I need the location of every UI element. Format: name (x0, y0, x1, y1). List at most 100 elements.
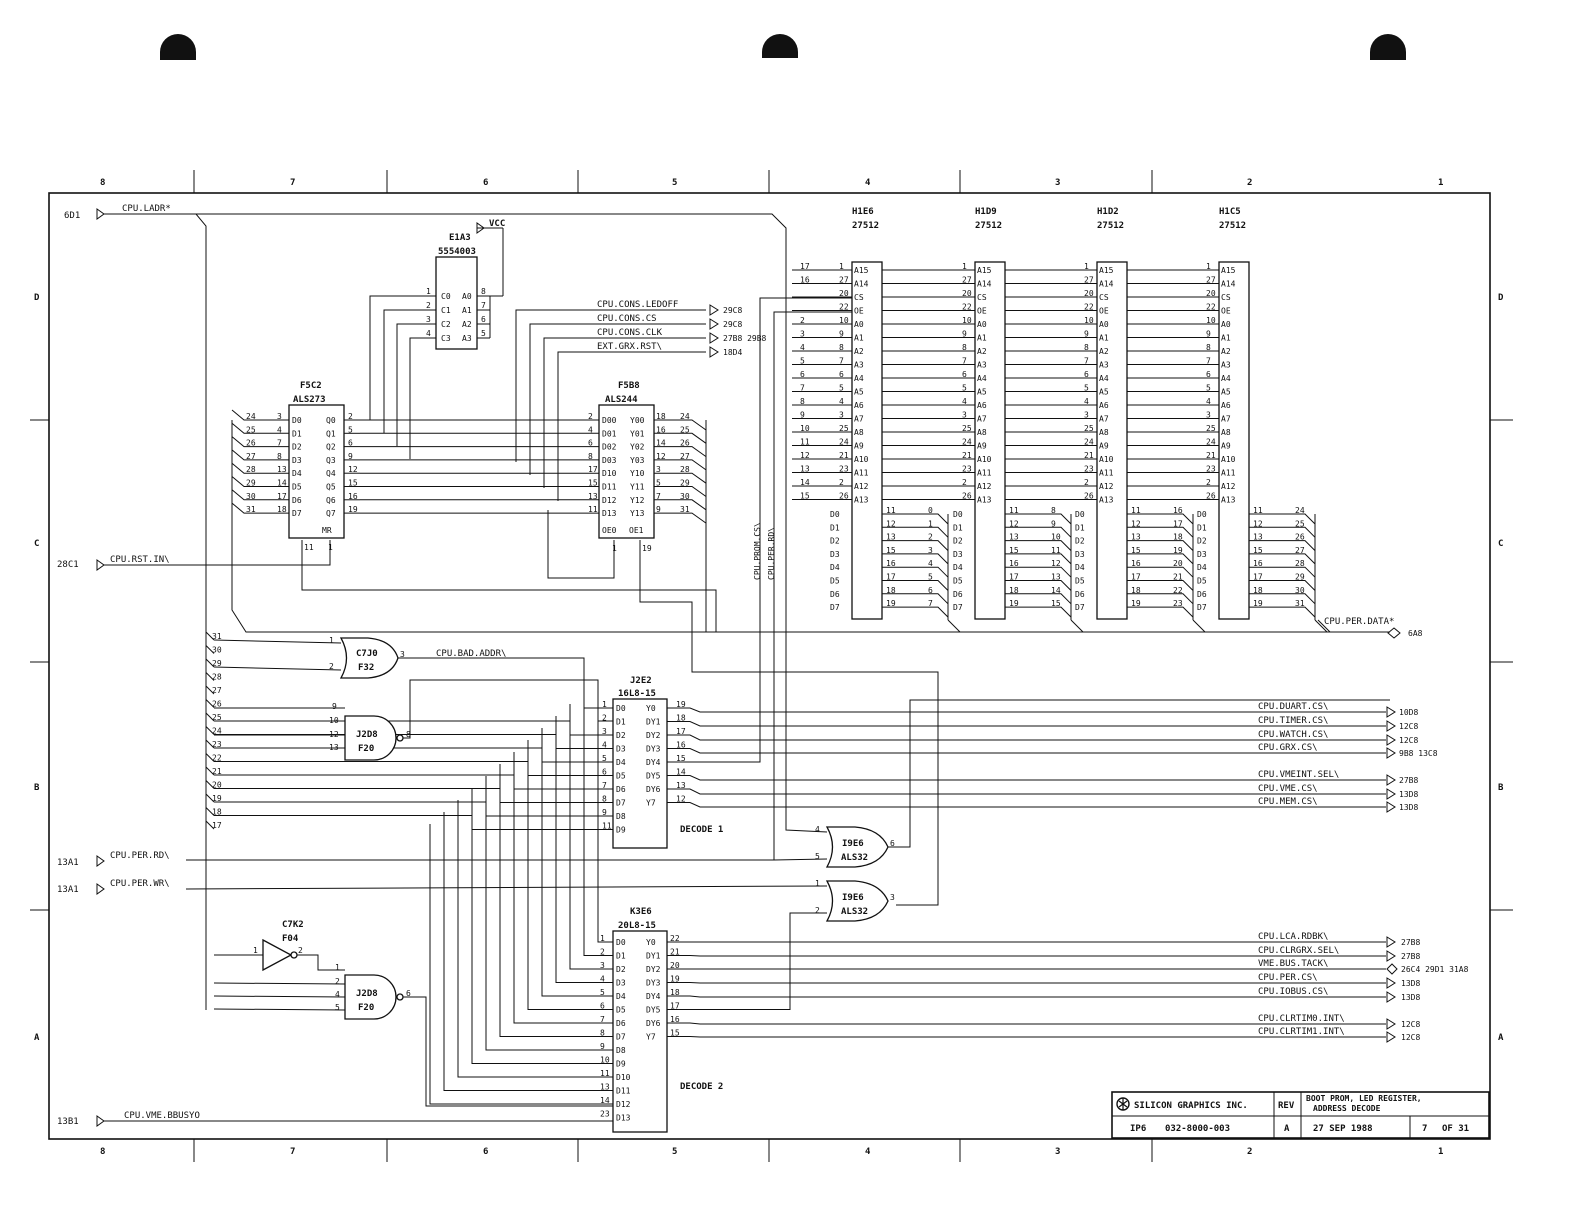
offpage-arrow-icon (1386, 977, 1396, 989)
pin-label: 15 (1009, 546, 1019, 555)
pin-name: D1 (1197, 523, 1207, 532)
e1a3-to-q (369, 295, 436, 420)
signal-label: CPU.CLRGRX.SEL\ (1258, 946, 1339, 956)
pin-label: 24 (839, 438, 849, 447)
pin-name: A0 (1099, 320, 1109, 329)
pin-label: 6 (588, 439, 593, 448)
pin-label: 18 (670, 988, 680, 997)
pin-label: 4 (839, 397, 844, 406)
pin-name: A14 (1221, 280, 1236, 289)
svg-text:10: 10 (329, 716, 339, 725)
ladr-bus (104, 213, 207, 1010)
pin-name: CS (1099, 293, 1109, 302)
prom-data-bus (947, 619, 961, 633)
pin-label: 17 (800, 262, 810, 271)
pin-name: D4 (1075, 563, 1085, 572)
offpage-rst-in: 28C1 CPU.RST.IN\ (57, 555, 170, 571)
j2d8b-in (213, 995, 346, 998)
pin-label: 24 (962, 438, 972, 447)
decode2-out (667, 1022, 1386, 1025)
pin-name: A8 (1221, 428, 1231, 437)
pin-label: 1 (1084, 262, 1089, 271)
pin-name: A0 (462, 292, 472, 301)
pin-label: 6 (962, 370, 967, 379)
pin-label: 2 (839, 478, 844, 487)
pin-name: A15 (1221, 266, 1236, 275)
pin-name: DY3 (646, 979, 661, 988)
sgi-logo-icon (1116, 1097, 1130, 1111)
pin-label: 17 (1009, 573, 1019, 582)
bus-tap-label: 24 (212, 727, 222, 736)
zone-label: 4 (865, 1147, 871, 1157)
pin-name: A7 (1099, 415, 1109, 424)
pin-label: 28 (246, 465, 256, 474)
gate-c7k2-inverter: C7K2 F04 1 2 (253, 920, 304, 972)
title-block: SILICON GRAPHICS INC. REV BOOT PROM, LED… (1111, 1091, 1490, 1139)
pin-label: 19 (1253, 599, 1263, 608)
pin-name: A2 (1221, 347, 1231, 356)
pin-label: 25 (1295, 519, 1305, 528)
pin-name: D3 (616, 745, 626, 754)
pin-label: 5 (600, 988, 605, 997)
svg-text:CPU.PER.DATA*: CPU.PER.DATA* (1324, 617, 1394, 627)
pin-name: C0 (441, 292, 451, 301)
pin-label: 7 (928, 599, 933, 608)
pin-label: 6 (928, 586, 933, 595)
c7j0-in1 (213, 639, 342, 644)
pin-name: A3 (462, 334, 472, 343)
decode1-out (667, 721, 1386, 727)
decode2-out (667, 982, 1386, 984)
per-rd-vertical-label: CPU.PER.RD\ (767, 527, 776, 580)
offpage-arrow-icon (1386, 788, 1396, 800)
ref-label: 12C8 (1399, 722, 1418, 731)
pin-name: DY6 (646, 1019, 661, 1028)
pin-name: D2 (616, 965, 626, 974)
svg-text:J2D8: J2D8 (356, 730, 378, 740)
pin-label: 2 (800, 316, 805, 325)
pin-label: 20 (1173, 559, 1183, 568)
chip-ref: H1E6 (852, 207, 874, 217)
pin-name: A3 (977, 361, 987, 370)
pin-label: 7 (1206, 357, 1211, 366)
svg-text:1: 1 (253, 946, 258, 955)
svg-text:ALS244: ALS244 (605, 395, 638, 405)
svg-text:2: 2 (335, 977, 340, 986)
pin-name: Q2 (326, 443, 336, 452)
pin-name: D4 (953, 563, 963, 572)
pin-name: D3 (616, 979, 626, 988)
f5c2-in (231, 436, 289, 448)
pin-name: D3 (830, 550, 840, 559)
i9e6a-out (888, 699, 1390, 848)
pin-label: 9 (839, 330, 844, 339)
pin-label: 6 (800, 370, 805, 379)
ref-label: 13D8 (1401, 979, 1420, 988)
pin-label: 31 (246, 505, 256, 514)
prom-data (1005, 526, 1072, 538)
pin-label: 22 (670, 934, 680, 943)
row-label: C (34, 539, 39, 549)
data-bus-loop (231, 420, 1390, 633)
pin-name: D5 (1075, 577, 1085, 586)
pin-label: 18 (1009, 586, 1019, 595)
pin-name: OE (977, 307, 987, 316)
pin-label: 11 (886, 506, 896, 515)
ref-label: 10D8 (1399, 708, 1418, 717)
pin-label: 12 (676, 795, 686, 804)
chip-ref: H1D2 (1097, 207, 1119, 217)
svg-text:MR: MR (322, 526, 332, 535)
pin-name: A1 (977, 334, 987, 343)
ref-label: 9B8 13C8 (1399, 749, 1438, 758)
pin-label: 8 (800, 397, 805, 406)
offpage-arrow-icon (1386, 734, 1396, 746)
pin-label: 21 (962, 451, 972, 460)
pin-name: A5 (977, 388, 987, 397)
svg-text:20L8-15: 20L8-15 (618, 921, 656, 931)
pin-label: 2 (600, 948, 605, 957)
pin-label: 8 (588, 452, 593, 461)
pin-label: 27 (1295, 546, 1305, 555)
pin-name: A10 (1221, 455, 1236, 464)
f5b8-out (654, 419, 707, 431)
bus-tap (205, 753, 215, 762)
bus-tap (205, 631, 215, 641)
pin-label: 2 (602, 714, 607, 723)
